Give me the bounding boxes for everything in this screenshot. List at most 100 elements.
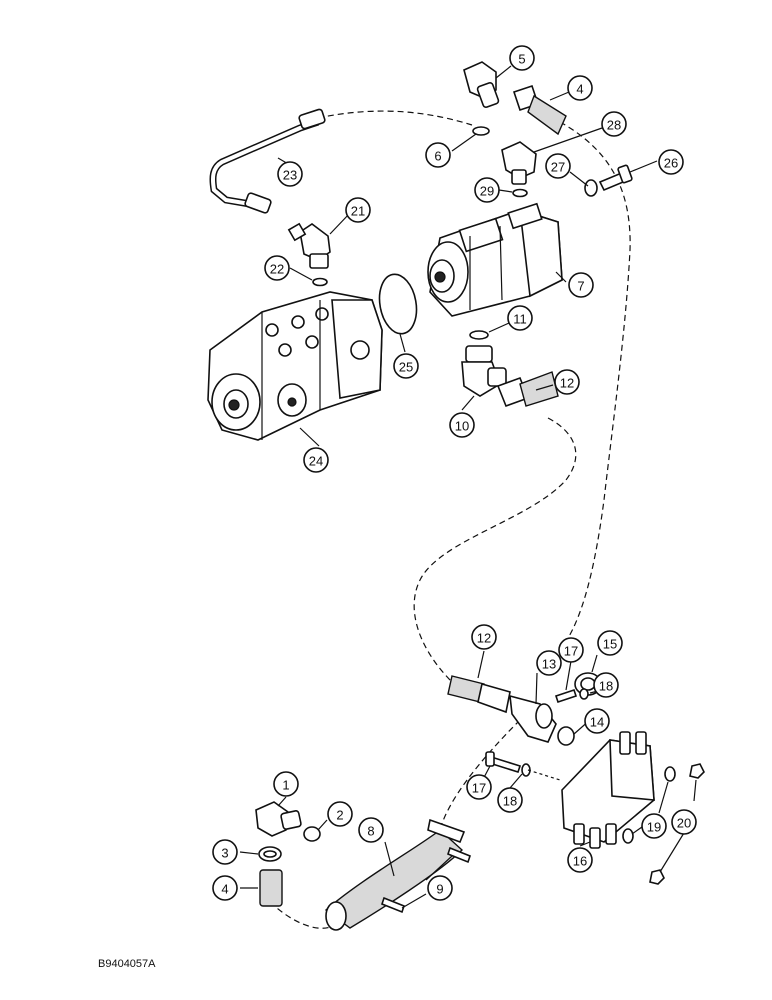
callout-number: 9 bbox=[436, 882, 443, 897]
callout-11: 11 bbox=[507, 305, 533, 331]
callout-number: 18 bbox=[599, 679, 613, 694]
elbow-fitting-28 bbox=[501, 141, 537, 185]
callout-circle bbox=[358, 817, 384, 843]
callout-number: 29 bbox=[480, 184, 494, 199]
hose-fitting-12-upper bbox=[496, 371, 559, 408]
callout-number: 4 bbox=[221, 882, 228, 897]
callout-circle bbox=[567, 847, 593, 873]
o-ring-22 bbox=[312, 277, 328, 287]
plug-17-upper bbox=[554, 688, 578, 704]
callout-17: 17 bbox=[558, 637, 584, 663]
o-ring-11 bbox=[469, 330, 489, 340]
callout-21: 21 bbox=[345, 197, 371, 223]
callout-24: 24 bbox=[303, 447, 329, 473]
hose-guard-8 bbox=[324, 818, 466, 931]
callout-circle bbox=[509, 45, 535, 71]
callout-number: 16 bbox=[573, 854, 587, 869]
clips-9 bbox=[381, 846, 471, 914]
callout-number: 19 bbox=[647, 820, 661, 835]
callout-number: 25 bbox=[399, 360, 413, 375]
callout-circle bbox=[474, 177, 500, 203]
callout-circle bbox=[345, 197, 371, 223]
callout-number: 8 bbox=[367, 824, 374, 839]
callout-10: 10 bbox=[449, 412, 475, 438]
callout-circle bbox=[471, 624, 497, 650]
callout-5: 5 bbox=[509, 45, 535, 71]
callout-number: 6 bbox=[434, 149, 441, 164]
callout-12: 12 bbox=[554, 369, 580, 395]
callout-number: 26 bbox=[664, 156, 678, 171]
bolt-26 bbox=[598, 164, 633, 192]
callout-number: 22 bbox=[270, 262, 284, 277]
callout-circle bbox=[507, 305, 533, 331]
callout-circle bbox=[277, 161, 303, 187]
callout-circle bbox=[545, 153, 571, 179]
callout-circle bbox=[601, 111, 627, 137]
callout-circle bbox=[427, 875, 453, 901]
callout-13: 13 bbox=[536, 650, 562, 676]
callout-number: 20 bbox=[677, 816, 691, 831]
callout-15: 15 bbox=[597, 630, 623, 656]
drawing-reference-code: B9404057A bbox=[98, 958, 156, 970]
callout-circle bbox=[393, 353, 419, 379]
callout-circle bbox=[425, 142, 451, 168]
callout-number: 17 bbox=[472, 781, 486, 796]
washer-27 bbox=[584, 179, 598, 197]
callout-number: 13 bbox=[542, 657, 556, 672]
callout-1: 1 bbox=[273, 771, 299, 797]
callout-circle bbox=[327, 801, 353, 827]
callout-18: 18 bbox=[593, 672, 619, 698]
callout-23: 23 bbox=[277, 161, 303, 187]
callout-2: 2 bbox=[327, 801, 353, 827]
clamp-3 bbox=[258, 846, 282, 862]
callout-26: 26 bbox=[658, 149, 684, 175]
o-ring-2 bbox=[303, 826, 321, 842]
callout-circle bbox=[449, 412, 475, 438]
tandem-pump-24 bbox=[207, 291, 383, 441]
callout-number: 28 bbox=[607, 118, 621, 133]
o-ring-14 bbox=[557, 726, 575, 746]
nuts-19 bbox=[622, 766, 676, 844]
callout-number: 27 bbox=[551, 160, 565, 175]
callout-number: 12 bbox=[477, 631, 491, 646]
callout-circle bbox=[273, 771, 299, 797]
callout-number: 11 bbox=[513, 312, 527, 327]
callout-number: 18 bbox=[503, 794, 517, 809]
callout-3: 3 bbox=[212, 839, 238, 865]
callout-4: 4 bbox=[567, 75, 593, 101]
callout-number: 1 bbox=[282, 778, 289, 793]
callout-14: 14 bbox=[584, 708, 610, 734]
elbow-fitting-5 bbox=[463, 61, 500, 109]
callout-circle bbox=[671, 809, 697, 835]
callout-27: 27 bbox=[545, 153, 571, 179]
adapter-13 bbox=[509, 694, 557, 743]
callout-4: 4 bbox=[212, 875, 238, 901]
callout-circle bbox=[554, 369, 580, 395]
callout-circle bbox=[593, 672, 619, 698]
steel-tube-23 bbox=[209, 108, 326, 214]
callout-25: 25 bbox=[393, 353, 419, 379]
callout-number: 17 bbox=[564, 644, 578, 659]
callout-circle bbox=[536, 650, 562, 676]
callout-number: 24 bbox=[309, 454, 323, 469]
hose-fitting-4-bottom bbox=[259, 869, 283, 907]
hose-fitting-4-top bbox=[512, 84, 567, 136]
callout-6: 6 bbox=[425, 142, 451, 168]
callout-number: 14 bbox=[590, 715, 604, 730]
callout-number: 3 bbox=[221, 846, 228, 861]
callout-19: 19 bbox=[641, 813, 667, 839]
callout-9: 9 bbox=[427, 875, 453, 901]
elbow-fitting-1 bbox=[255, 801, 302, 837]
callout-number: 7 bbox=[577, 279, 584, 294]
callout-18: 18 bbox=[497, 787, 523, 813]
elbow-fitting-21 bbox=[287, 222, 331, 269]
callout-28: 28 bbox=[601, 111, 627, 137]
callout-8: 8 bbox=[358, 817, 384, 843]
callout-7: 7 bbox=[568, 272, 594, 298]
o-ring-25 bbox=[378, 273, 418, 335]
callout-22: 22 bbox=[264, 255, 290, 281]
hose-fitting-12-lower bbox=[447, 675, 511, 714]
callout-circle bbox=[558, 637, 584, 663]
